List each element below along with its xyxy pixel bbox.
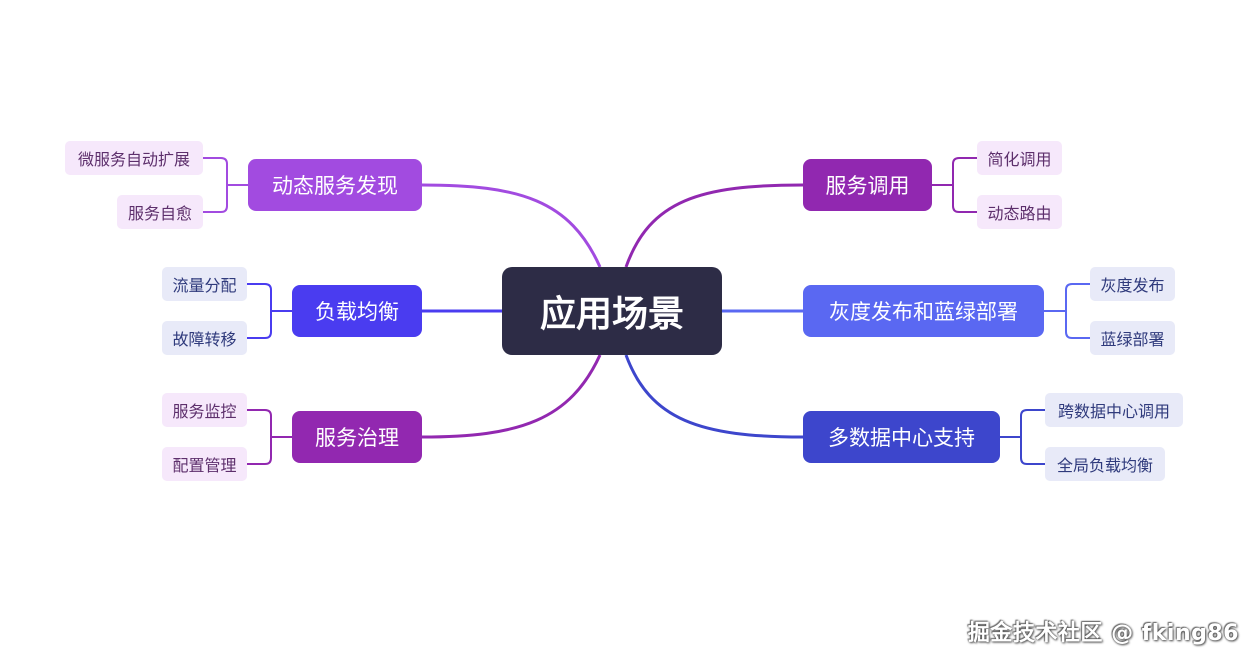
bracket-service-call xyxy=(932,157,977,213)
leaf-simplified-call[interactable]: 简化调用 xyxy=(977,141,1062,175)
leaf-failover[interactable]: 故障转移 xyxy=(162,321,247,355)
leaf-service-monitoring[interactable]: 服务监控 xyxy=(162,393,247,427)
connector-governance xyxy=(421,354,602,439)
leaf-service-self-heal[interactable]: 服务自愈 xyxy=(117,195,203,229)
branch-governance[interactable]: 服务治理 xyxy=(292,411,422,463)
leaf-blue-green[interactable]: 蓝绿部署 xyxy=(1090,321,1175,355)
watermark: 掘金技术社区 @ fking86 xyxy=(967,621,1239,646)
bracket-gray-release xyxy=(1044,283,1090,339)
branch-multi-dc[interactable]: 多数据中心支持 xyxy=(803,411,1000,463)
branch-load-balancing[interactable]: 负载均衡 xyxy=(292,285,422,337)
branch-gray-release[interactable]: 灰度发布和蓝绿部署 xyxy=(803,285,1044,337)
bracket-multi-dc xyxy=(1000,409,1045,465)
branch-dynamic-discovery[interactable]: 动态服务发现 xyxy=(248,159,422,211)
root-node[interactable]: 应用场景 xyxy=(502,267,722,355)
connector-dynamic-discovery xyxy=(421,183,602,268)
bracket-governance xyxy=(247,409,292,465)
leaf-dynamic-routing[interactable]: 动态路由 xyxy=(977,195,1062,229)
connector-multi-dc xyxy=(624,354,804,439)
connector-service-call xyxy=(624,183,804,268)
bracket-dynamic-discovery xyxy=(203,157,248,213)
leaf-gray-release[interactable]: 灰度发布 xyxy=(1090,267,1175,301)
leaf-cross-dc-call[interactable]: 跨数据中心调用 xyxy=(1045,393,1183,427)
leaf-global-load-balancing[interactable]: 全局负载均衡 xyxy=(1045,447,1165,481)
bracket-load-balancing xyxy=(247,283,292,339)
leaf-config-management[interactable]: 配置管理 xyxy=(162,447,247,481)
branch-service-call[interactable]: 服务调用 xyxy=(803,159,932,211)
leaf-microservice-autoscale[interactable]: 微服务自动扩展 xyxy=(65,141,203,175)
leaf-traffic-distribution[interactable]: 流量分配 xyxy=(162,267,247,301)
